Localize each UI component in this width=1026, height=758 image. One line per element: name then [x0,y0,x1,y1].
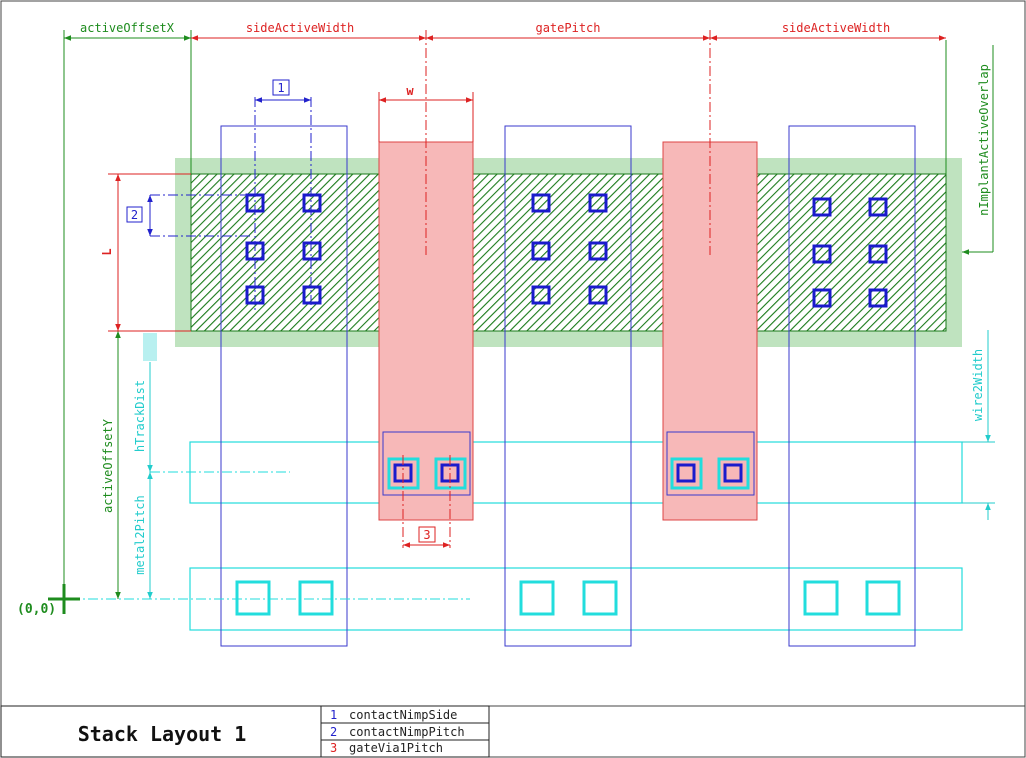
title-block [0,705,1025,758]
active-offset-y-label: activeOffsetY [101,418,115,513]
origin-label: (0,0) [17,602,56,617]
legend-num-3: 3 [330,741,337,755]
L-label: L [100,248,114,255]
legend-label-1: contactNimpSide [349,708,457,722]
active-offset-x-label: activeOffsetX [80,21,175,35]
wire2-width-label: wire2Width [971,349,985,421]
blue-dimension-lines [147,97,311,236]
ref-1-box [272,79,290,96]
origin-marker [48,584,80,614]
metal2-track-lower [189,567,963,631]
center-lines [70,30,711,600]
side-active-width-left-label: sideActiveWidth [246,21,354,35]
gate-via-pad-1 [382,431,471,496]
legend-num-2: 2 [330,725,337,739]
ref-1-label: 1 [277,81,284,95]
legend-num-1: 1 [330,708,337,722]
cyan-dimension-lines [147,330,995,599]
h-track-dist-marker [143,333,157,361]
h-track-dist-label: hTrackDist [133,380,147,452]
n-implant-active-overlap-label: nImplantActiveOverlap [977,64,991,216]
metal1-column-2 [504,125,632,647]
metal2-vias [235,580,901,616]
metal2-track-upper [189,441,963,504]
side-active-width-right-label: sideActiveWidth [782,21,890,35]
ref-3-box [418,526,436,543]
metal1-column-3 [788,125,916,647]
gate-pitch-label: gatePitch [535,21,600,35]
metal2-pitch-label: metal2Pitch [133,495,147,574]
title-block-title: Stack Layout 1 [78,722,247,746]
red-dimension-lines [108,35,946,548]
ref-2-box [126,206,143,223]
metal1-column-1 [220,125,348,647]
w-label: w [406,84,414,98]
ref-2-label: 2 [131,208,138,222]
ref-3-label: 3 [423,528,430,542]
legend-label-2: contactNimpPitch [349,725,465,739]
legend-label-3: gateVia1Pitch [349,741,443,755]
gate-via-pad-2 [666,431,755,496]
